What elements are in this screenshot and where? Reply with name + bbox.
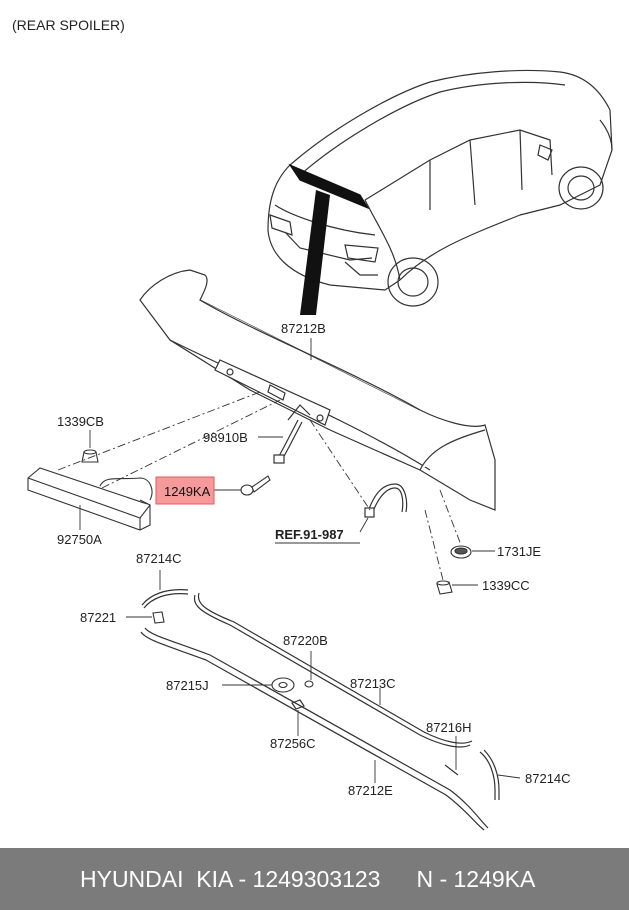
screw-1249KA-shape (240, 475, 271, 496)
footer-bar: HYUNDAI KIA - 1249303123 N - 1249KA (0, 848, 629, 910)
stop-lamp-92750A-shape (27, 467, 153, 531)
label-87214C-bottom[interactable]: 87214C (525, 771, 571, 786)
footer-part-number: HYUNDAI KIA - 1249303123 (80, 865, 381, 892)
label-87220B[interactable]: 87220B (283, 633, 328, 648)
nut-1339CC-shape (436, 580, 453, 595)
label-87256C[interactable]: 87256C (270, 736, 316, 751)
label-92750A[interactable]: 92750A (57, 532, 102, 547)
car-spoiler-pointer (300, 190, 330, 315)
grommet-1731JE-shape (450, 545, 472, 559)
washer-nozzle-98910B-shape (273, 404, 311, 464)
rear-spoiler-diagram: 87212B 1339CB 98910B 1249KA 92750A REF.9… (27, 69, 613, 831)
car-illustration (267, 69, 613, 307)
diagram-title: (REAR SPOILER) (12, 17, 125, 33)
washer-87215J-shape (271, 677, 295, 693)
label-87216H[interactable]: 87216H (426, 720, 472, 735)
leader-lines (79, 338, 521, 783)
label-1339CB[interactable]: 1339CB (57, 414, 104, 429)
clip-87220B-shape (304, 680, 314, 688)
label-87213C[interactable]: 87213C (350, 676, 396, 691)
assembly-guide-lines (57, 391, 462, 581)
label-1249KA[interactable]: 1249KA (164, 484, 211, 499)
label-ref-91-987[interactable]: REF.91-987 (275, 527, 344, 542)
highlight-1249KA-box (155, 476, 215, 505)
nut-1339CB-shape (81, 449, 99, 463)
seal-strips (140, 589, 500, 831)
label-1339CC[interactable]: 1339CC (482, 578, 530, 593)
label-87215J[interactable]: 87215J (166, 678, 209, 693)
clip-87221-shape (152, 611, 165, 624)
harness-ref-91-987-shape (364, 483, 408, 518)
label-87221[interactable]: 87221 (80, 610, 116, 625)
label-87212B[interactable]: 87212B (281, 321, 326, 336)
label-87214C-top[interactable]: 87214C (136, 551, 182, 566)
label-1731JE[interactable]: 1731JE (497, 544, 541, 559)
footer-ref-code: N - 1249KA (416, 865, 536, 892)
label-98910B[interactable]: 98910B (203, 430, 248, 445)
label-87212E[interactable]: 87212E (348, 783, 393, 798)
spoiler-87212B-shape (139, 269, 496, 511)
